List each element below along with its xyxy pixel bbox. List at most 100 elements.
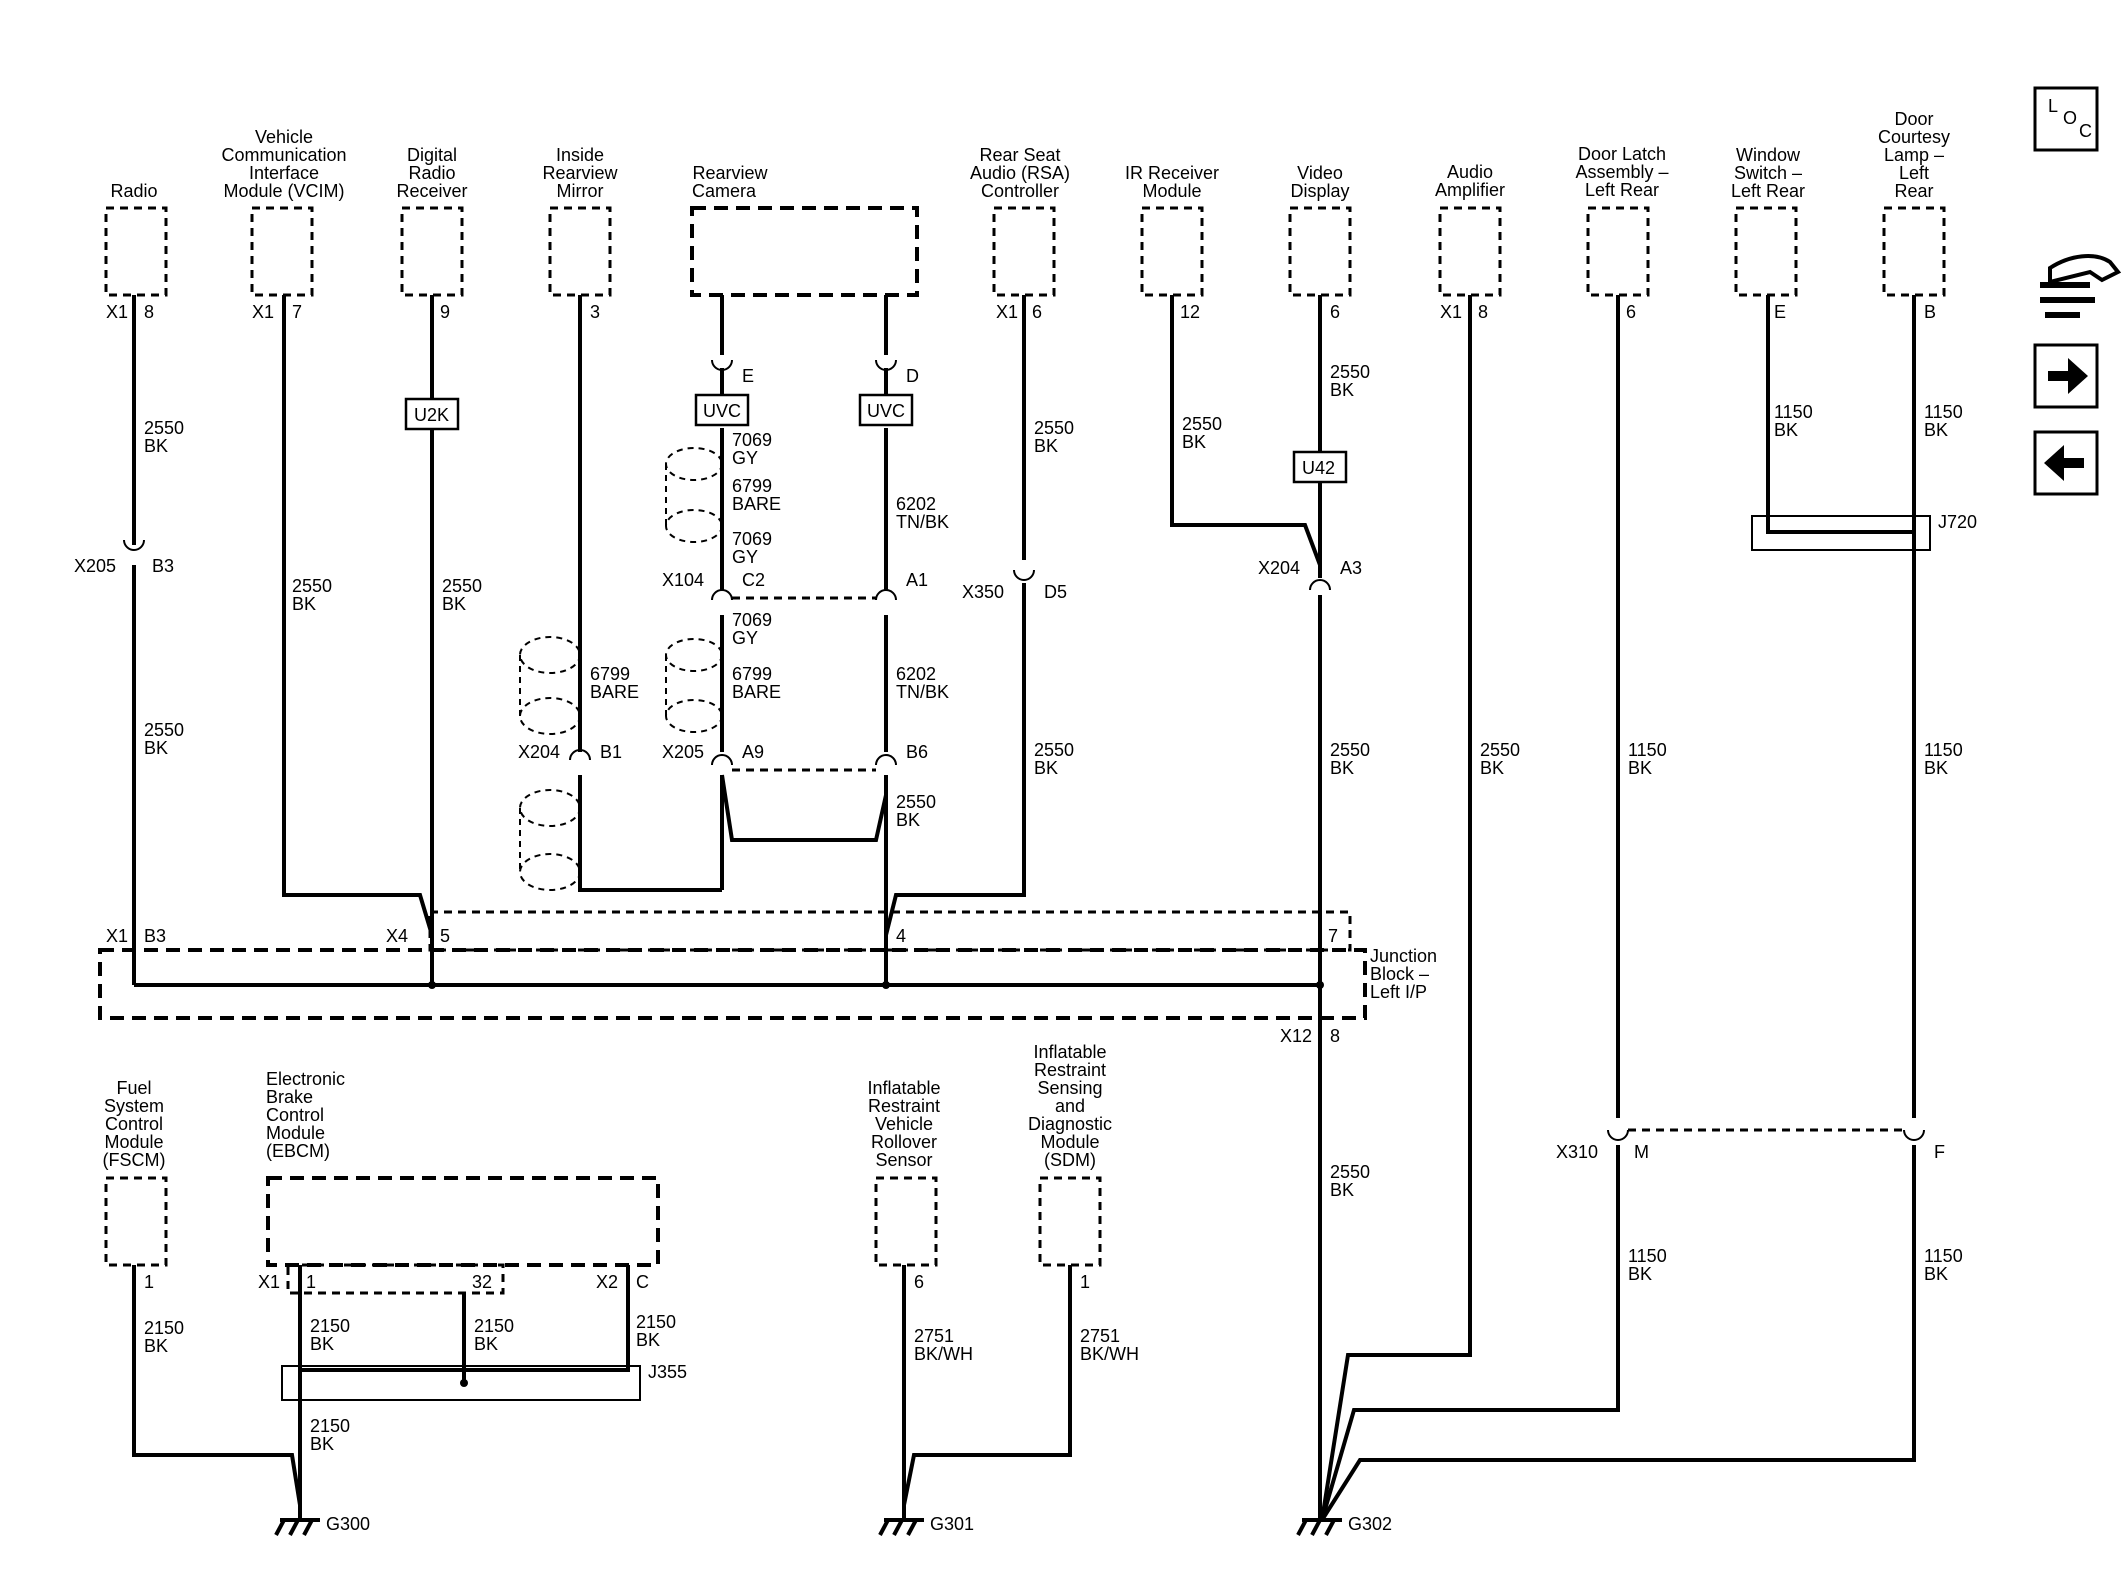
svg-text:Door Latch: Door Latch [1578,144,1666,164]
svg-text:2150: 2150 [310,1316,350,1336]
svg-text:Radio: Radio [110,181,157,201]
svg-text:GY: GY [732,448,758,468]
svg-text:Electronic: Electronic [266,1069,345,1089]
svg-text:X1: X1 [252,302,274,322]
svg-text:(SDM): (SDM) [1044,1150,1096,1170]
shield-irm-lower [519,789,581,891]
svg-text:Inflatable: Inflatable [867,1078,940,1098]
svg-text:8: 8 [1330,1026,1340,1046]
svg-text:Rear: Rear [1894,181,1933,201]
loc-button[interactable]: L O C [2033,86,2099,152]
svg-text:IR Receiver: IR Receiver [1125,163,1219,183]
svg-text:Sensing: Sensing [1037,1078,1102,1098]
svg-text:2751: 2751 [914,1326,954,1346]
svg-text:Door: Door [1894,109,1933,129]
svg-text:BK/WH: BK/WH [1080,1344,1139,1364]
svg-text:Communication: Communication [221,145,346,165]
svg-text:BK: BK [1628,1264,1652,1284]
svg-text:B3: B3 [152,556,174,576]
svg-text:G302: G302 [1348,1514,1392,1534]
svg-text:Fuel: Fuel [116,1078,151,1098]
svg-text:BK: BK [896,810,920,830]
svg-text:2550: 2550 [1330,1162,1370,1182]
svg-text:7069: 7069 [732,529,772,549]
arrow-right-icon [2048,358,2088,394]
svg-text:Rollover: Rollover [871,1132,937,1152]
svg-text:4: 4 [896,926,906,946]
svg-text:2550: 2550 [442,576,482,596]
svg-text:Restraint: Restraint [868,1096,940,1116]
shield-camera-upper [665,447,723,543]
svg-text:Audio: Audio [1447,162,1493,182]
svg-text:Video: Video [1297,163,1343,183]
component-ir-receiver-module: IR Receiver Module 12 [1125,163,1219,322]
connector-x204-a3 [1309,579,1331,591]
svg-text:BK: BK [636,1330,660,1350]
svg-text:BK: BK [1480,758,1504,778]
wire-sdm [902,1265,1072,1506]
svg-text:X12: X12 [1280,1026,1312,1046]
svg-text:2150: 2150 [310,1416,350,1436]
svg-text:Left Rear: Left Rear [1731,181,1805,201]
connector-x310-m [1607,1129,1629,1141]
svg-text:2150: 2150 [474,1316,514,1336]
shield-irm-upper [519,636,581,735]
svg-text:Brake: Brake [266,1087,313,1107]
svg-text:Interface: Interface [249,163,319,183]
component-inflatable-restraint-vehicle-rollover-sensor: Inflatable Restraint Vehicle Rollover Se… [867,1078,940,1292]
svg-text:1: 1 [144,1272,154,1292]
svg-text:8: 8 [1478,302,1488,322]
svg-text:Vehicle: Vehicle [875,1114,933,1134]
wrench-connector-icon[interactable] [2040,254,2122,318]
svg-text:M: M [1634,1142,1649,1162]
svg-text:U2K: U2K [414,405,449,425]
svg-text:6202: 6202 [896,664,936,684]
svg-text:(FSCM): (FSCM) [103,1150,166,1170]
arrow-left-icon [2044,445,2084,481]
svg-text:D: D [906,366,919,386]
forward-arrow-button[interactable] [2033,343,2099,409]
component-video-display: Video Display 6 [1288,163,1352,322]
svg-text:X1: X1 [258,1272,280,1292]
svg-text:BK: BK [1034,758,1058,778]
svg-text:Control: Control [266,1105,324,1125]
svg-text:Radio: Radio [408,163,455,183]
wire-fscm [132,1265,302,1506]
svg-text:BARE: BARE [732,494,781,514]
svg-text:A1: A1 [906,570,928,590]
svg-text:1150: 1150 [1774,402,1813,422]
svg-text:1150: 1150 [1628,740,1667,760]
svg-text:BK: BK [1924,758,1948,778]
shield-camera-lower [665,638,723,733]
connector-x205-a9 [711,754,733,766]
svg-text:BK: BK [1774,420,1798,440]
svg-text:B1: B1 [600,742,622,762]
svg-text:E: E [742,366,754,386]
svg-text:6799: 6799 [732,476,772,496]
loc-o-text: O [2063,108,2077,128]
svg-text:Module: Module [1040,1132,1099,1152]
svg-text:2550: 2550 [144,418,184,438]
svg-text:X310: X310 [1556,1142,1598,1162]
svg-text:Lamp –: Lamp – [1884,145,1944,165]
svg-text:2550: 2550 [292,576,332,596]
svg-text:12: 12 [1180,302,1200,322]
svg-text:1: 1 [1080,1272,1090,1292]
svg-text:Assembly –: Assembly – [1575,162,1668,182]
connector-x104-c2 [711,589,733,601]
svg-text:BK: BK [310,1434,334,1454]
svg-text:Junction: Junction [1370,946,1437,966]
svg-text:Vehicle: Vehicle [255,127,313,147]
svg-text:System: System [104,1096,164,1116]
connector-x205-b6 [875,754,897,766]
splice-block-j720 [1751,515,1931,551]
svg-text:Inflatable: Inflatable [1033,1042,1106,1062]
svg-text:GY: GY [732,547,758,567]
back-arrow-button[interactable] [2033,430,2099,496]
component-sdm: Inflatable Restraint Sensing and Diagnos… [1028,1042,1112,1292]
svg-text:2550: 2550 [1182,414,1222,434]
